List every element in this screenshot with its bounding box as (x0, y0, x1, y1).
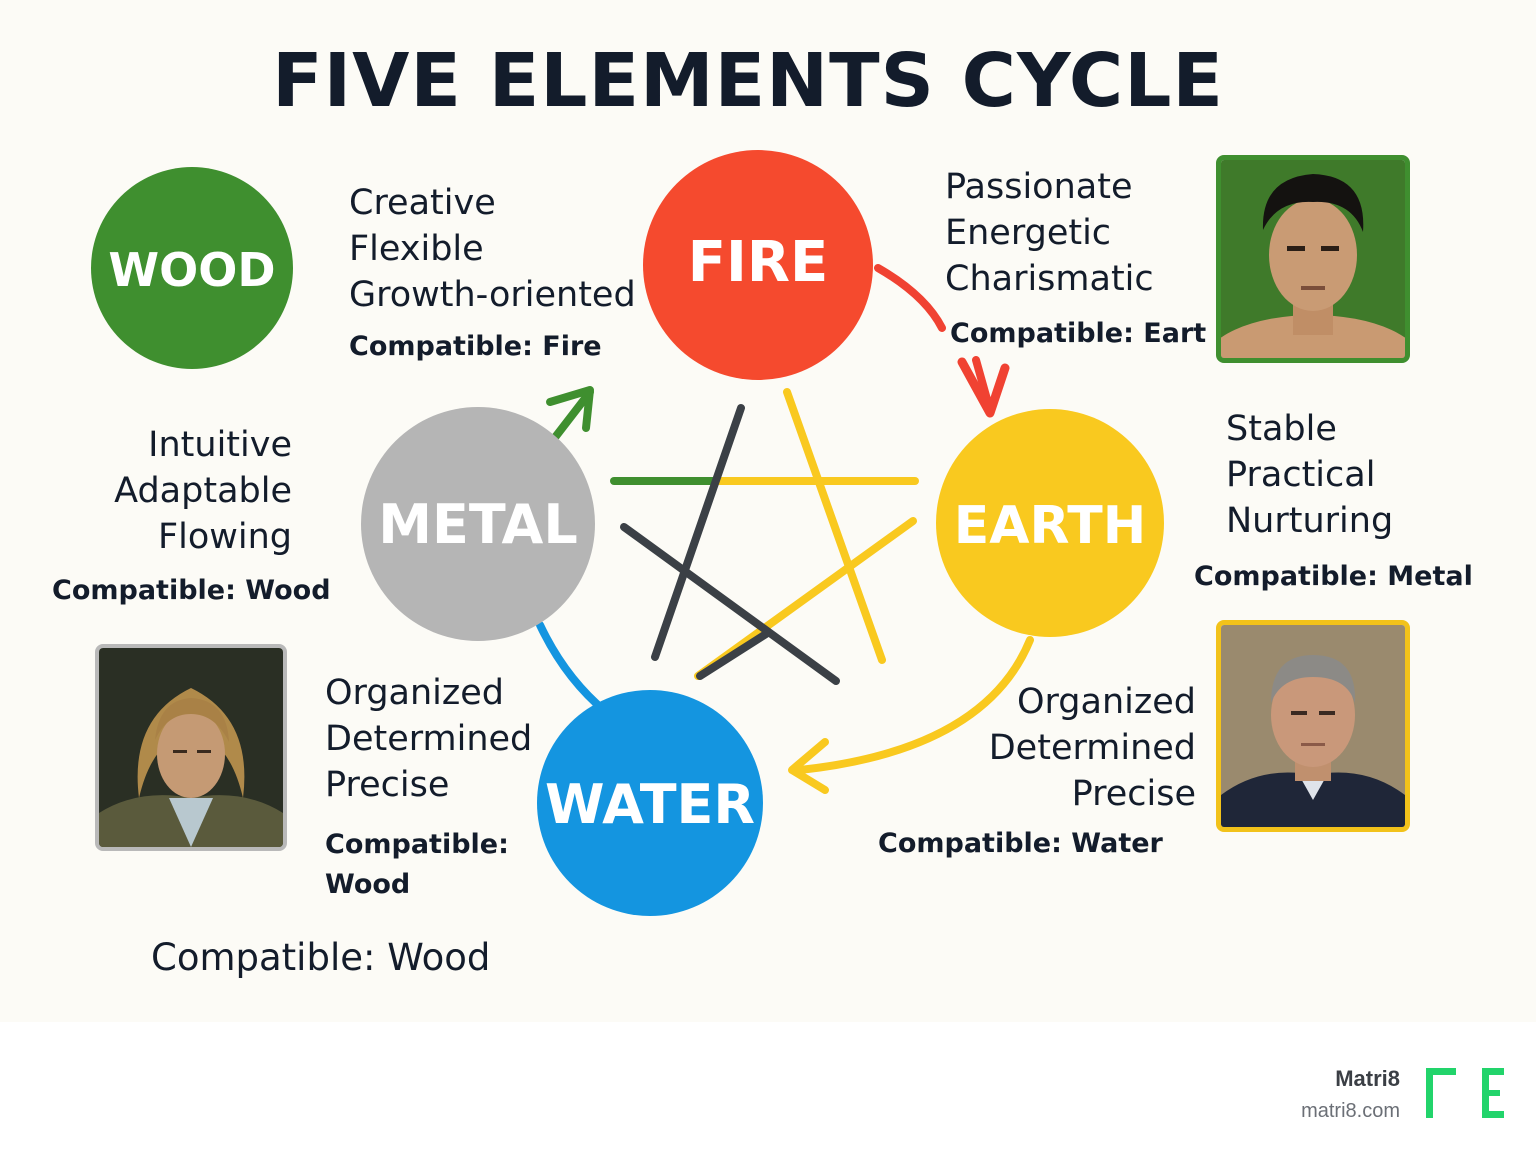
earth-circle (936, 409, 1164, 637)
wood-circle (91, 167, 293, 369)
brand-name: Matri8 (1335, 1066, 1400, 1091)
earth-to-water-arrowhead (788, 738, 829, 794)
trait: Precise (325, 765, 450, 805)
star-line-yellow-right (783, 388, 886, 664)
water-right-traits: Organized Determined Precise (930, 679, 1196, 817)
wood-label: WOOD (108, 243, 275, 297)
portrait-earth (1216, 620, 1410, 832)
water-label: WATER (545, 773, 755, 836)
water-right-compatible: Compatible: Water (878, 828, 1163, 859)
metal-circle (361, 407, 595, 641)
fire-left-compatible: Compatible: Fire (349, 331, 602, 362)
water-left-compatible: Compatible: Wood (325, 825, 509, 905)
water-left-traits: Organized Determined Precise (325, 670, 532, 808)
brand-url: matri8.com (1301, 1100, 1400, 1122)
trait: Determined (988, 728, 1196, 768)
fire-right-compatible: Compatible: Eart (950, 318, 1207, 349)
trait: Organized (1016, 682, 1196, 722)
earth-right-traits: Stable Practical Nurturing (1226, 406, 1393, 544)
metal-label: METAL (378, 493, 577, 556)
trait: Organized (325, 673, 505, 713)
trait: Flexible (349, 229, 484, 269)
trait: Creative (349, 183, 496, 223)
fire-circle (643, 150, 873, 380)
fire-to-earth-arc (874, 264, 946, 332)
trait: Flowing (157, 517, 292, 557)
trait: Energetic (945, 213, 1112, 253)
page-title: FIVE ELEMENTS CYCLE (272, 38, 1224, 124)
trait: Stable (1226, 409, 1337, 449)
metal-left-compatible: Compatible: Wood (52, 575, 331, 606)
portrait-metal (95, 644, 287, 851)
trait: Determined (325, 719, 533, 759)
water-circle (537, 690, 763, 916)
star-line-dark-diagonal (620, 523, 840, 685)
bottom-compatible: Compatible: Wood (151, 936, 491, 979)
metal-to-fire-arrowhead (546, 386, 594, 432)
earth-right-compatible: Compatible: Metal (1194, 561, 1473, 592)
star-line-dark-short (696, 630, 770, 680)
trait: Charismatic (945, 259, 1154, 299)
earth-to-water-arc (796, 636, 1034, 774)
compatible-line: Compatible: (325, 829, 509, 860)
metal-to-fire-arc (549, 388, 594, 444)
trait: Adaptable (114, 471, 292, 511)
metal-to-water-arc (536, 621, 610, 716)
trait: Intuitive (148, 425, 292, 465)
fire-to-earth-arrow-shaft (972, 356, 994, 414)
fire-label: FIRE (688, 230, 828, 295)
trait: Passionate (945, 167, 1133, 207)
trait: Growth-oriented (349, 275, 636, 315)
compatible-line: Wood (325, 869, 411, 900)
trait: Nurturing (1226, 501, 1394, 541)
trait: Practical (1226, 455, 1376, 495)
brand-logo-icon (1426, 1068, 1504, 1118)
portrait-fire (1216, 155, 1410, 363)
five-elements-diagram: WOOD FIRE METAL EARTH WATER (91, 150, 1164, 916)
metal-left-traits: Intuitive Adaptable Flowing (60, 422, 292, 560)
earth-label: EARTH (954, 496, 1146, 556)
fire-right-traits: Passionate Energetic Charismatic (945, 164, 1154, 302)
fire-left-traits: Creative Flexible Growth-oriented (349, 180, 636, 318)
star-line-dark-left (651, 404, 745, 661)
trait: Precise (1071, 774, 1196, 814)
